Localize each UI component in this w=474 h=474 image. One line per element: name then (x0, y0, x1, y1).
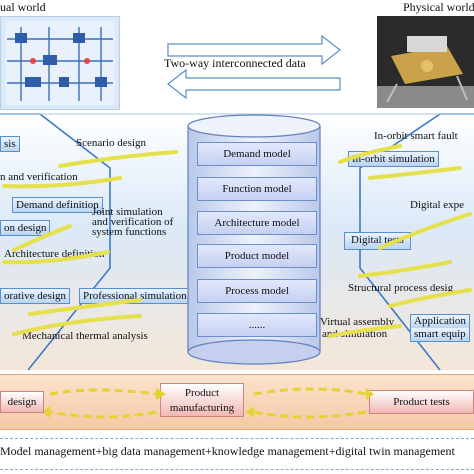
left-item-orative-design: orative design (0, 288, 71, 304)
model-demand: Demand model (197, 142, 317, 166)
physical-world-image (377, 16, 474, 108)
two-way-arrows-icon (167, 34, 341, 100)
spacecraft-photo-icon (377, 16, 474, 108)
left-item-joint-sim-1: Joint simulation (92, 206, 163, 218)
right-item-digital-expe: Digital expe (410, 199, 465, 211)
right-item-application-1: Application (410, 314, 470, 328)
right-swoosh-arrows (328, 144, 472, 338)
left-item-verification: n and verification (0, 171, 78, 183)
product-line-1: Product (184, 387, 220, 399)
virtual-world-label: ual world (0, 0, 46, 14)
left-item-joint-sim-2: and verification of (92, 216, 174, 228)
two-way-label: Two-way interconnected data (164, 56, 306, 70)
left-item-on-design: on design (0, 220, 51, 236)
left-swoosh-arrows (2, 150, 178, 336)
bottom-product-tests-box: Product tests (369, 390, 474, 414)
footer-management-text: Model management+big data management+kno… (0, 444, 455, 458)
bottom-design-box: design (0, 391, 44, 413)
model-product: Product model (197, 244, 317, 268)
footer-bar (0, 438, 474, 470)
left-item-sis: sis (0, 136, 20, 152)
virtual-world-image (0, 16, 120, 110)
circuit-schematic-icon (5, 21, 115, 105)
bottom-cycle-arrows (44, 387, 374, 419)
model-function: Function model (197, 177, 317, 201)
left-item-mechanical-thermal: Mechanical thermal analysis (22, 330, 148, 342)
left-item-professional-simulation: Professional simulation (79, 288, 191, 304)
model-process: Process model (197, 279, 317, 303)
product-line-2: manufacturing (169, 402, 235, 414)
right-item-digital-tests: Digital tests (344, 232, 411, 250)
left-item-demand-definition: Demand definition (12, 197, 103, 213)
model-architecture: Architecture model (197, 211, 317, 235)
physical-world-label: Physical world (403, 0, 474, 14)
right-item-virtual-assembly-2: and simulation (322, 328, 388, 340)
right-item-virtual-assembly-1: Virtual assembly (320, 316, 395, 328)
right-item-smart-fault: In-orbit smart fault (374, 130, 458, 142)
right-item-inorbit-simulation: In-orbit simulation (348, 151, 439, 167)
model-more: ...... (197, 313, 317, 337)
left-item-architecture-definition: Architecture definition (4, 248, 105, 260)
right-item-application-2: smart equip (410, 328, 470, 342)
left-item-joint-sim-3: system functions (92, 226, 167, 238)
left-item-scenario: Scenario design (76, 137, 146, 149)
bottom-product-manufacturing-box: Product manufacturing (160, 383, 244, 417)
right-item-structural-process: Structural process desig (348, 282, 454, 294)
